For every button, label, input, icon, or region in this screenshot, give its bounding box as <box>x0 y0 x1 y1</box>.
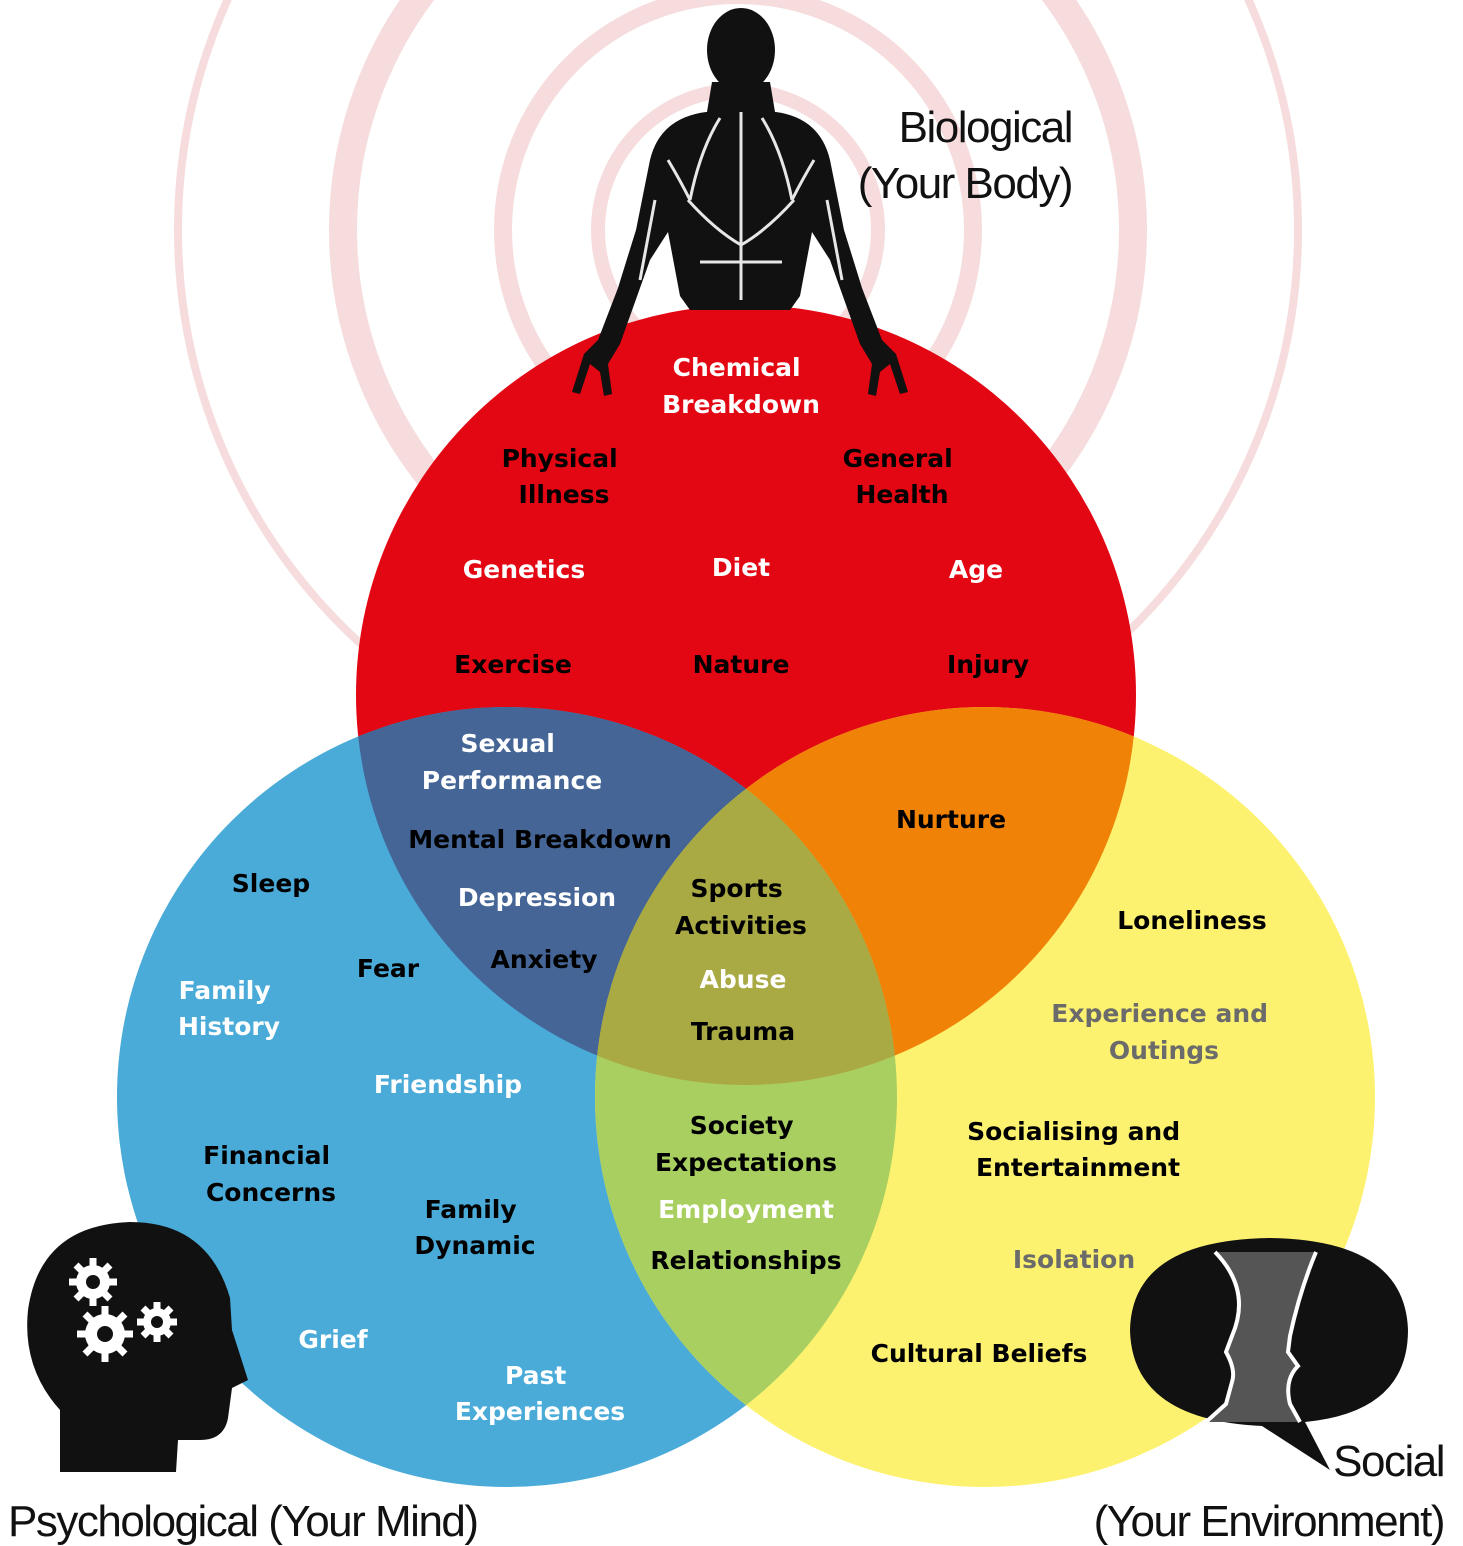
term-relationships: Relationships <box>650 1246 841 1275</box>
term-experience-and-outings: Experience and Outings <box>1051 999 1276 1065</box>
term-trauma: Trauma <box>691 1017 795 1046</box>
social-heading-line1: Social <box>1333 1437 1444 1486</box>
term-financial-concerns: Financial Concerns <box>203 1141 339 1207</box>
term-depression: Depression <box>458 883 616 912</box>
term-anxiety: Anxiety <box>490 945 597 974</box>
term-general-health: General Health <box>843 444 962 509</box>
term-cultural-beliefs: Cultural Beliefs <box>871 1339 1088 1368</box>
term-mental-breakdown: Mental Breakdown <box>408 825 672 854</box>
term-sleep: Sleep <box>232 869 310 898</box>
center-overlap <box>595 707 897 1085</box>
term-past-experiences: Past Experiences <box>455 1361 625 1426</box>
term-family-history: Family History <box>178 976 280 1041</box>
two-faces-speech-bubble-icon <box>1130 1238 1408 1470</box>
human-muscle-back-icon <box>572 8 908 396</box>
term-abuse: Abuse <box>700 965 787 994</box>
term-socialising-and-entertainment: Socialising and Entertainment <box>967 1117 1189 1182</box>
term-isolation: Isolation <box>1013 1245 1135 1274</box>
term-exercise: Exercise <box>454 650 572 679</box>
term-sexual-performance: Sexual Performance <box>422 729 602 795</box>
term-nurture: Nurture <box>896 805 1006 834</box>
term-sports-activities: Sports Activities <box>675 874 807 940</box>
term-employment: Employment <box>658 1195 834 1224</box>
term-age: Age <box>949 555 1003 584</box>
term-loneliness: Loneliness <box>1117 906 1267 935</box>
head-with-gears-icon <box>27 1222 248 1472</box>
biological-heading-line1: Biological <box>899 103 1072 152</box>
term-injury: Injury <box>947 650 1029 679</box>
psychological-heading: Psychological (Your Mind) <box>8 1497 478 1546</box>
term-family-dynamic: Family Dynamic <box>414 1195 535 1260</box>
term-nature: Nature <box>693 650 790 679</box>
term-genetics: Genetics <box>463 555 585 584</box>
term-physical-illness: Physical Illness <box>502 444 627 509</box>
term-society-expectations: Society Expectations <box>655 1111 837 1177</box>
term-friendship: Friendship <box>374 1070 522 1099</box>
term-diet: Diet <box>712 553 770 582</box>
social-heading-line2: (Your Environment) <box>1094 1497 1444 1546</box>
biological-heading-line2: (Your Body) <box>858 159 1072 208</box>
term-fear: Fear <box>357 954 420 983</box>
term-chemical-breakdown: Chemical Breakdown <box>662 353 820 419</box>
term-grief: Grief <box>298 1325 368 1354</box>
